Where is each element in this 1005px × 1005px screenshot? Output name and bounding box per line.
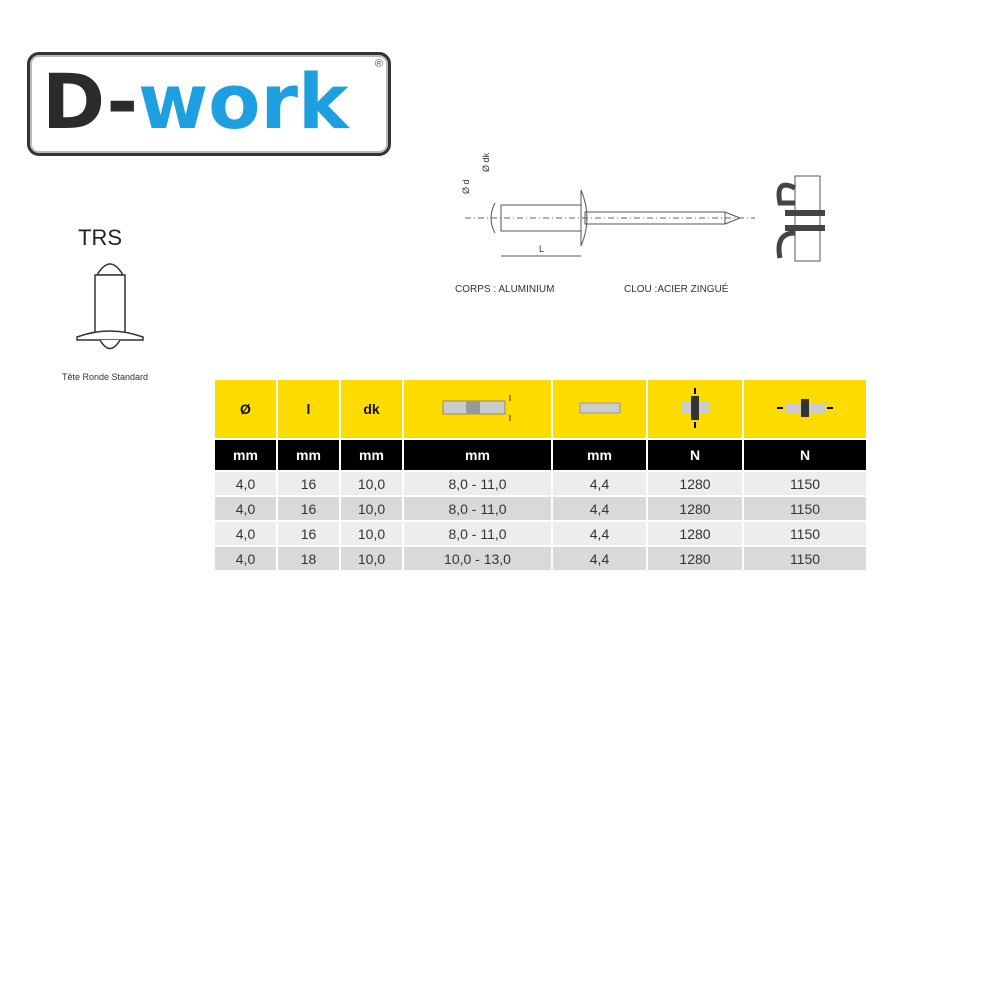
rivet-type-code: TRS	[78, 225, 122, 250]
table-cell: 18	[276, 545, 341, 572]
header-diameter: Ø	[213, 378, 278, 440]
unit: N	[742, 438, 868, 472]
unit: mm	[402, 438, 553, 472]
table-cell: 8,0 - 11,0	[402, 520, 553, 547]
table-cell: 10,0	[339, 545, 404, 572]
body-material: CORPS : ALUMINIUM	[455, 284, 555, 295]
rivet-type-name: Tête Ronde Standard	[62, 372, 149, 382]
table-cell: 4,4	[551, 545, 648, 572]
trs-rivet-icon	[76, 263, 144, 350]
table-cell: 10,0	[339, 495, 404, 522]
table-cell: 16	[276, 495, 341, 522]
header-head-diameter: dk	[339, 378, 404, 440]
drill-hole-icon	[551, 378, 648, 440]
header-row: Ø l dk	[213, 378, 868, 440]
table-cell: 1280	[646, 520, 744, 547]
table-cell: 1150	[742, 520, 868, 547]
table-cell: 4,0	[213, 495, 278, 522]
table-cell: 4,4	[551, 470, 648, 497]
label-length: L	[539, 244, 544, 254]
table-cell: 1150	[742, 495, 868, 522]
table-cell: 4,0	[213, 470, 278, 497]
table-cell: 16	[276, 520, 341, 547]
tensile-strength-icon	[742, 378, 868, 440]
table-cell: 1280	[646, 545, 744, 572]
unit: mm	[339, 438, 404, 472]
logo-text-d: D-	[42, 57, 139, 146]
table-cell: 4,0	[213, 520, 278, 547]
grip-range-icon	[402, 378, 553, 440]
table-cell: 8,0 - 11,0	[402, 470, 553, 497]
label-head-diameter: Ø dk	[481, 152, 491, 172]
unit: mm	[551, 438, 648, 472]
table-cell: 8,0 - 11,0	[402, 495, 553, 522]
header-length: l	[276, 378, 341, 440]
table-cell: 4,4	[551, 520, 648, 547]
table-cell: 4,0	[213, 545, 278, 572]
unit: N	[646, 438, 744, 472]
registered-mark: ®	[374, 58, 383, 70]
table-cell: 4,4	[551, 495, 648, 522]
table-cell: 16	[276, 470, 341, 497]
table-cell: 10,0	[339, 470, 404, 497]
table-cell: 1150	[742, 545, 868, 572]
rivet-dimension-diagram: L Ø d Ø dk	[461, 152, 825, 262]
table-cell: 1150	[742, 470, 868, 497]
label-diameter: Ø d	[461, 179, 471, 194]
table-cell: 1280	[646, 470, 744, 497]
table-cell: 10,0 - 13,0	[402, 545, 553, 572]
unit: mm	[213, 438, 278, 472]
unit: mm	[276, 438, 341, 472]
logo-text-work: work	[138, 57, 349, 146]
nail-material: CLOU :ACIER ZINGUÉ	[624, 284, 729, 295]
shear-strength-icon	[646, 378, 744, 440]
table-cell: 10,0	[339, 520, 404, 547]
table-cell: 1280	[646, 495, 744, 522]
d-work-logo: D-work ®	[27, 52, 391, 156]
